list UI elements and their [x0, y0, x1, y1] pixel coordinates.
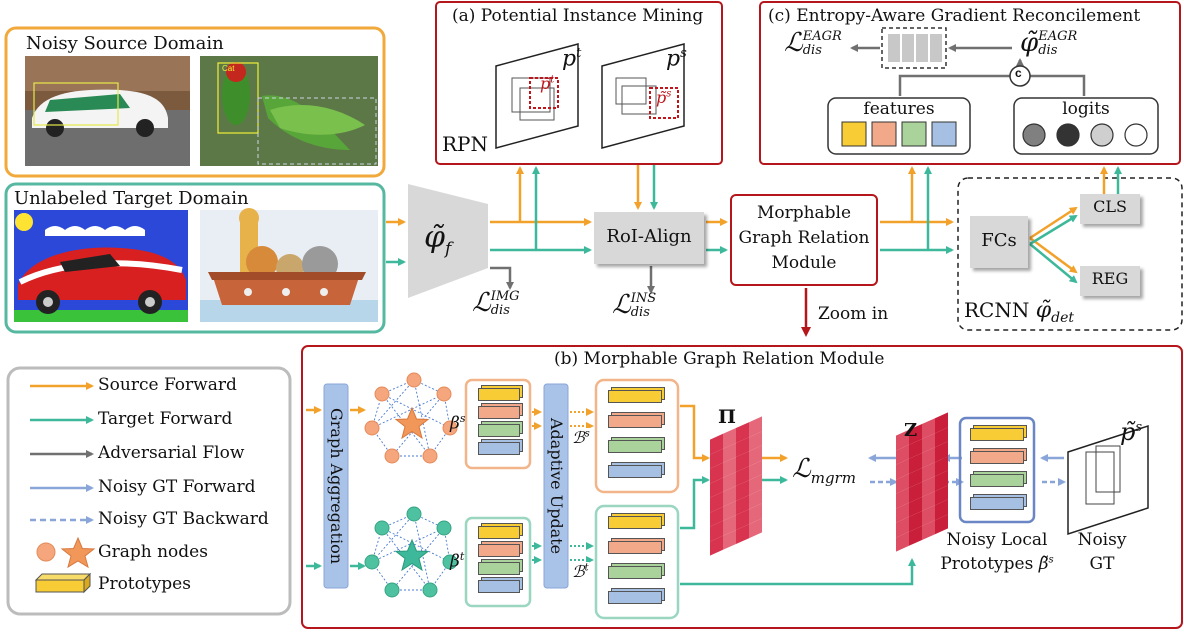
prototype-bar: [478, 544, 520, 557]
b-t-label: ℬt: [572, 562, 589, 581]
mgrm-box: [730, 194, 878, 286]
pi-heatmap: [710, 416, 762, 556]
prototype-bar: [970, 497, 1024, 510]
legend-noisy-gt-backward: Noisy GT Backward: [98, 509, 269, 529]
mgrm-line-1: Morphable: [756, 203, 852, 223]
prototype-bar: [608, 541, 662, 554]
noisy-gt-p-label: p̃s: [1120, 418, 1143, 446]
panel-a-title: (a) Potential Instance Mining: [452, 6, 704, 26]
roi-align-label: RoI-Align: [606, 226, 692, 247]
loss-mgrm: ℒmgrm: [792, 454, 856, 488]
inner-pt-label: p̃t: [540, 74, 555, 93]
roi-align-box: [594, 212, 704, 264]
beta-t-box: [464, 516, 532, 608]
mgrm-line-2: Graph Relation: [738, 228, 870, 248]
prototype-bar: [478, 562, 520, 575]
features-label: features: [863, 99, 935, 119]
rcnn-box: [957, 177, 1183, 331]
rpn-label: RPN: [442, 132, 489, 156]
logits-box: [1013, 97, 1159, 155]
panel-b-title: (b) Morphable Graph Relation Module: [554, 349, 885, 369]
legend-adversarial-flow: Adversarial Flow: [98, 443, 245, 463]
noisy-gt-line-1: Noisy: [1077, 530, 1127, 550]
race-car-image: [25, 56, 190, 166]
target-domain-box: [4, 182, 386, 334]
prototype-bar: [608, 390, 662, 403]
noisy-local-line-1: Noisy Local: [946, 530, 1048, 550]
backbone-trapezoid: [408, 184, 488, 298]
target-domain-title: Unlabeled Target Domain: [14, 188, 249, 209]
legend-source-forward: Source Forward: [98, 375, 237, 395]
source-domain-title: Noisy Source Domain: [26, 33, 224, 54]
target-graph: [364, 506, 458, 598]
prototype-bar: [608, 566, 662, 579]
beta-t-label: βt: [450, 550, 465, 572]
cls-label: CLS: [1093, 197, 1127, 216]
cls-box: [1080, 194, 1140, 224]
pi-label: Π: [718, 406, 736, 428]
reg-label: REG: [1091, 269, 1129, 288]
legend-noisy-gt-forward: Noisy GT Forward: [98, 477, 256, 497]
panel-a-box: [435, 1, 723, 165]
b-s-label: ℬs: [572, 428, 590, 447]
prototype-bar: [478, 580, 520, 593]
panel-c-box: [759, 1, 1181, 165]
zoom-label: Zoom in: [818, 304, 889, 324]
panel-c-title: (c) Entropy-Aware Gradient Reconcilement: [768, 6, 1141, 26]
concat-label: c: [1015, 66, 1022, 80]
prototype-bar: [608, 516, 662, 529]
b-t-box: [594, 504, 680, 620]
rcnn-label: RCNN φ̃det: [964, 298, 1075, 326]
b-s-box: [594, 378, 680, 494]
legend-box: [6, 366, 292, 616]
prototype-bar: [478, 424, 520, 437]
panel-b-box: [301, 345, 1183, 629]
adaptive-update-label: Adaptive Update: [547, 417, 566, 555]
concat-circle: [1009, 65, 1031, 87]
prototype-bar: [608, 440, 662, 453]
beta-s-box: [464, 378, 532, 470]
legend-prototypes: Prototypes: [98, 574, 191, 594]
prototype-bar: [608, 415, 662, 428]
backbone-label: φ̃f: [424, 220, 452, 259]
prototype-bar: [478, 442, 520, 455]
noisy-local-box: [958, 416, 1036, 524]
beta-s-label: βs: [450, 412, 466, 434]
bird-box-label: Cat: [222, 64, 235, 73]
source-domain-box: [4, 26, 386, 178]
prototype-bar: [608, 591, 662, 604]
z-label: Z: [904, 420, 918, 441]
pt-label: pt: [562, 46, 582, 72]
prototype-bar: [970, 451, 1024, 464]
inner-ps-label: p̃s: [656, 88, 672, 107]
prototype-bar: [970, 428, 1024, 441]
source-graph: [364, 372, 458, 464]
prototype-bar: [478, 388, 520, 401]
prototype-bar: [478, 406, 520, 419]
logits-label: logits: [1062, 99, 1110, 119]
prototype-bar: [478, 526, 520, 539]
prototype-bar: [608, 465, 662, 478]
fcs-label: FCs: [981, 230, 1017, 251]
legend-target-forward: Target Forward: [98, 409, 233, 429]
cartoon-car-image: [14, 210, 188, 322]
parrot-image: [200, 56, 378, 166]
reg-box: [1080, 266, 1140, 296]
prototype-bar: [970, 474, 1024, 487]
fcs-box: [970, 216, 1028, 268]
cartoon-ark-image: [200, 208, 378, 322]
mgrm-line-3: Module: [771, 253, 837, 273]
graph-aggregation-label: Graph Aggregation: [327, 407, 346, 565]
noisy-local-line-2: Prototypes β̃s: [940, 554, 1054, 574]
noisy-gt-line-2: GT: [1089, 554, 1115, 574]
ps-label: ps: [666, 46, 687, 72]
legend-graph-nodes: Graph nodes: [98, 542, 208, 562]
